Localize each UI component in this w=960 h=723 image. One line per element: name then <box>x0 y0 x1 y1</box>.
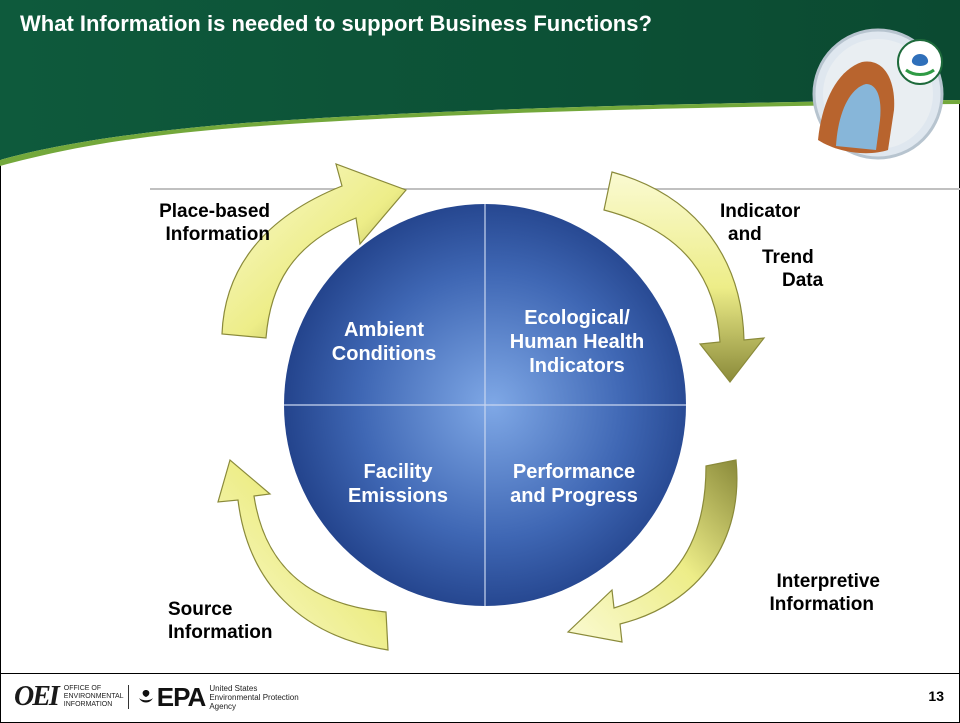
footer-rule <box>0 673 960 674</box>
arrow-interpretive <box>566 459 738 643</box>
label-source: Source Information <box>168 599 273 643</box>
quadrant-facility-emissions: Facility Emissions <box>347 461 449 507</box>
logo-separator <box>127 685 129 709</box>
oei-logo: OEI <box>14 681 60 712</box>
label-place-based: Place-based Information <box>159 201 270 245</box>
epa-flower-icon <box>137 688 155 706</box>
label-interpretive: Interpretive Information <box>769 571 881 615</box>
epa-logo: EPA <box>156 681 207 712</box>
label-indicator-trend: Indicator and Trend Data <box>720 201 824 291</box>
header-band <box>0 0 960 160</box>
arrow-source <box>217 458 389 651</box>
oei-logo-subtext: OFFICE OF ENVIRONMENTAL INFORMATION <box>63 685 124 708</box>
arrow-indicator-trend <box>603 171 766 383</box>
arrow-place-based <box>221 163 408 339</box>
epa-logo-subtext: United States Environmental Protection A… <box>209 683 299 711</box>
header-accent-stripe <box>0 100 960 166</box>
quadrant-performance-progress: Performance and Progress <box>510 461 638 507</box>
slide-title: What Information is needed to support Bu… <box>20 11 652 36</box>
page-number: 13 <box>928 688 944 704</box>
divider-line <box>150 188 960 190</box>
footer-logos: OEI OFFICE OF ENVIRONMENTAL INFORMATION … <box>14 681 299 712</box>
quadrant-ecological-health-indicators: Ecological/ Human Health Indicators <box>509 307 645 377</box>
quadrant-ambient-conditions: Ambient Conditions <box>331 319 437 365</box>
epa-seal-icon <box>812 28 944 160</box>
